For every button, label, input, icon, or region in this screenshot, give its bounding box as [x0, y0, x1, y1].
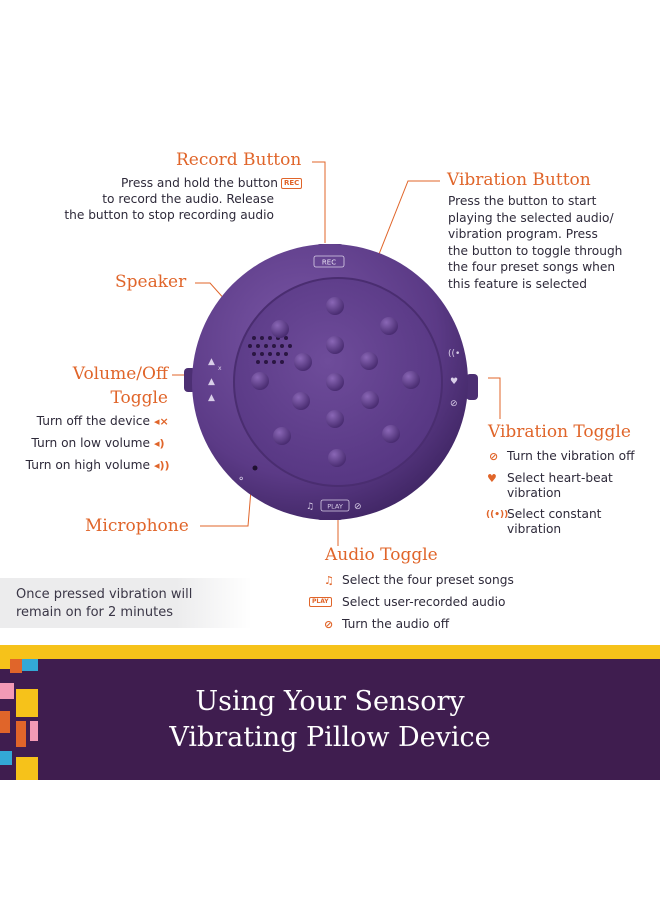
vibration-toggle-constant-1: Select constant	[507, 507, 602, 521]
vibration-waves-icon: ((•))	[486, 510, 509, 520]
volume-item-high: Turn on high volume	[25, 458, 150, 472]
vibration-button-desc-2: playing the selected audio/	[448, 211, 614, 225]
vibration-button-desc-6: this feature is selected	[448, 277, 588, 291]
vibrating-pillow-device: REC ▲ x ▲ ▲ ((• ♥ ⊘ ♫ PLAY ⊘ ⚬	[184, 244, 478, 520]
svg-text:x: x	[218, 365, 222, 372]
heart-beat-icon: ♥	[487, 472, 497, 485]
vibration-button-desc-5: the four preset songs when	[448, 260, 616, 274]
microphone-title: Microphone	[85, 516, 189, 536]
svg-text:▲: ▲	[208, 393, 215, 403]
audio-toggle-recorded: Select user-recorded audio	[342, 595, 506, 609]
vibration-toggle-title: Vibration Toggle	[488, 422, 631, 442]
svg-text:▲: ▲	[208, 377, 215, 387]
banner-title-line-2: Vibrating Pillow Device	[169, 722, 491, 753]
svg-text:⊘: ⊘	[354, 502, 362, 512]
vibration-toggle-off: Turn the vibration off	[507, 449, 635, 463]
play-badge-icon: PLAY	[309, 597, 332, 607]
vibration-toggle-heartbeat-2: vibration	[507, 486, 562, 500]
decorative-blocks	[0, 659, 38, 780]
device-play-label: PLAY	[327, 503, 343, 511]
speaker-mute-icon: ◂×	[154, 415, 169, 428]
note-box	[0, 578, 252, 628]
record-desc-line-2: to record the audio. Release	[102, 192, 274, 206]
music-note-icon: ♫	[324, 574, 334, 587]
svg-text:♥: ♥	[450, 377, 458, 387]
audio-toggle-preset: Select the four preset songs	[342, 573, 514, 587]
device-rec-label: REC	[322, 259, 336, 267]
volume-item-low: Turn on low volume	[31, 436, 150, 450]
vibration-button-desc-1: Press the button to start	[448, 194, 597, 208]
svg-text:((•: ((•	[448, 349, 460, 359]
banner-stripe	[0, 645, 660, 659]
no-icon: ⊘	[324, 618, 334, 631]
vibration-toggle-heartbeat-1: Select heart-beat	[507, 471, 613, 485]
audio-toggle-off: Turn the audio off	[342, 617, 450, 631]
record-desc-line-3: the button to stop recording audio	[64, 208, 274, 222]
vibration-button-desc-4: the button to toggle through	[448, 244, 623, 258]
vibration-button-desc-3: vibration program. Press	[448, 227, 598, 241]
note-line-1: Once pressed vibration will	[16, 587, 193, 602]
svg-text:⚬: ⚬	[237, 474, 245, 485]
volume-item-off: Turn off the device	[36, 414, 150, 428]
speaker-title: Speaker	[115, 272, 187, 292]
title-banner	[0, 645, 660, 780]
speaker-high-icon: ◂))	[154, 459, 170, 472]
banner-title-line-1: Using Your Sensory	[195, 686, 465, 717]
note-line-2: remain on for 2 minutes	[16, 605, 174, 620]
record-button-title: Record Button	[176, 150, 302, 170]
speaker-low-icon: ◂)	[154, 437, 165, 450]
vibration-toggle-constant-2: vibration	[507, 522, 562, 536]
svg-text:♫: ♫	[306, 502, 314, 512]
vibration-button-title: Vibration Button	[447, 170, 591, 190]
rec-badge-icon: REC	[281, 178, 303, 189]
audio-toggle-title: Audio Toggle	[325, 545, 438, 565]
record-desc-line-1: Press and hold the button	[120, 176, 278, 190]
volume-toggle-title-2: Toggle	[110, 388, 168, 408]
volume-toggle-title-1: Volume/Off	[72, 364, 168, 384]
no-icon: ⊘	[489, 450, 499, 463]
svg-text:▲: ▲	[208, 357, 215, 367]
svg-text:⊘: ⊘	[450, 399, 458, 409]
